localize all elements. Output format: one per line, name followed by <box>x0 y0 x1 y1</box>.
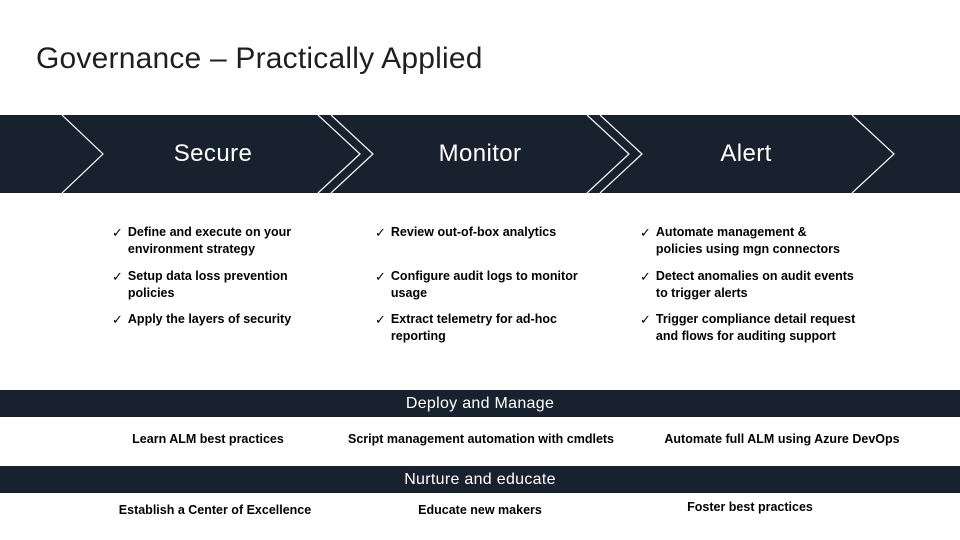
bullet-item: ✓ Trigger compliance detail request and … <box>640 311 890 345</box>
check-icon: ✓ <box>640 225 651 240</box>
check-icon: ✓ <box>112 225 123 240</box>
chevron-band-graphic <box>0 115 960 193</box>
section-item: Educate new makers <box>418 503 542 517</box>
bullet-item: ✓ Review out-of-box analytics <box>375 224 605 241</box>
section-item: Learn ALM best practices <box>132 432 284 446</box>
section-bar-nurture: Nurture and educate <box>0 466 960 493</box>
bullet-text: Define and execute on your environment s… <box>127 225 292 256</box>
bullet-text: Configure audit logs to monitor usage <box>390 269 578 300</box>
bullet-text: Detect anomalies on audit events to trig… <box>655 269 854 300</box>
chevron-left-icon <box>61 115 104 193</box>
bullet-text: Extract telemetry for ad-hoc reporting <box>390 312 557 343</box>
chevron-separator-2a-icon <box>586 115 630 193</box>
bullet-item: ✓ Setup data loss prevention policies <box>112 268 322 302</box>
section-bar-deploy: Deploy and Manage <box>0 390 960 417</box>
bullet-text: Trigger compliance detail request and fl… <box>655 312 856 343</box>
check-icon: ✓ <box>375 312 386 327</box>
chevron-separator-1a-icon <box>317 115 361 193</box>
section-title: Nurture and educate <box>404 470 556 488</box>
chevron-right-icon <box>851 115 895 193</box>
chevron-separator-1b-icon <box>330 115 374 193</box>
process-chevron-band: Secure Monitor Alert <box>0 115 960 193</box>
section-item: Establish a Center of Excellence <box>118 503 312 517</box>
bullet-text: Setup data loss prevention policies <box>127 269 288 300</box>
process-step-monitor: Monitor <box>438 140 522 167</box>
check-icon: ✓ <box>375 269 386 284</box>
process-step-alert: Alert <box>720 140 772 167</box>
bullet-item: ✓ Apply the layers of security <box>112 311 322 328</box>
bullet-item: ✓ Extract telemetry for ad-hoc reporting <box>375 311 605 345</box>
section-item: Script management automation with cmdlet… <box>347 432 615 446</box>
check-icon: ✓ <box>112 312 123 327</box>
bullet-text: Review out-of-box analytics <box>390 225 557 239</box>
bullet-text: Automate management & policies using mgn… <box>655 225 840 256</box>
bullet-text: Apply the layers of security <box>127 312 292 326</box>
bullet-item: ✓ Configure audit logs to monitor usage <box>375 268 605 302</box>
process-step-secure: Secure <box>173 140 253 167</box>
section-item: Foster best practices <box>687 500 813 514</box>
section-title: Deploy and Manage <box>405 394 555 412</box>
slide-title: Governance – Practically Applied <box>36 42 483 75</box>
bullet-item: ✓ Define and execute on your environment… <box>112 224 322 258</box>
check-icon: ✓ <box>640 312 651 327</box>
check-icon: ✓ <box>112 269 123 284</box>
section-item: Automate full ALM using Azure DevOps <box>664 432 900 446</box>
check-icon: ✓ <box>640 269 651 284</box>
band-background <box>0 115 960 193</box>
bullet-item: ✓ Automate management & policies using m… <box>640 224 890 258</box>
bullet-item: ✓ Detect anomalies on audit events to tr… <box>640 268 890 302</box>
chevron-separator-2b-icon <box>599 115 643 193</box>
check-icon: ✓ <box>375 225 386 240</box>
